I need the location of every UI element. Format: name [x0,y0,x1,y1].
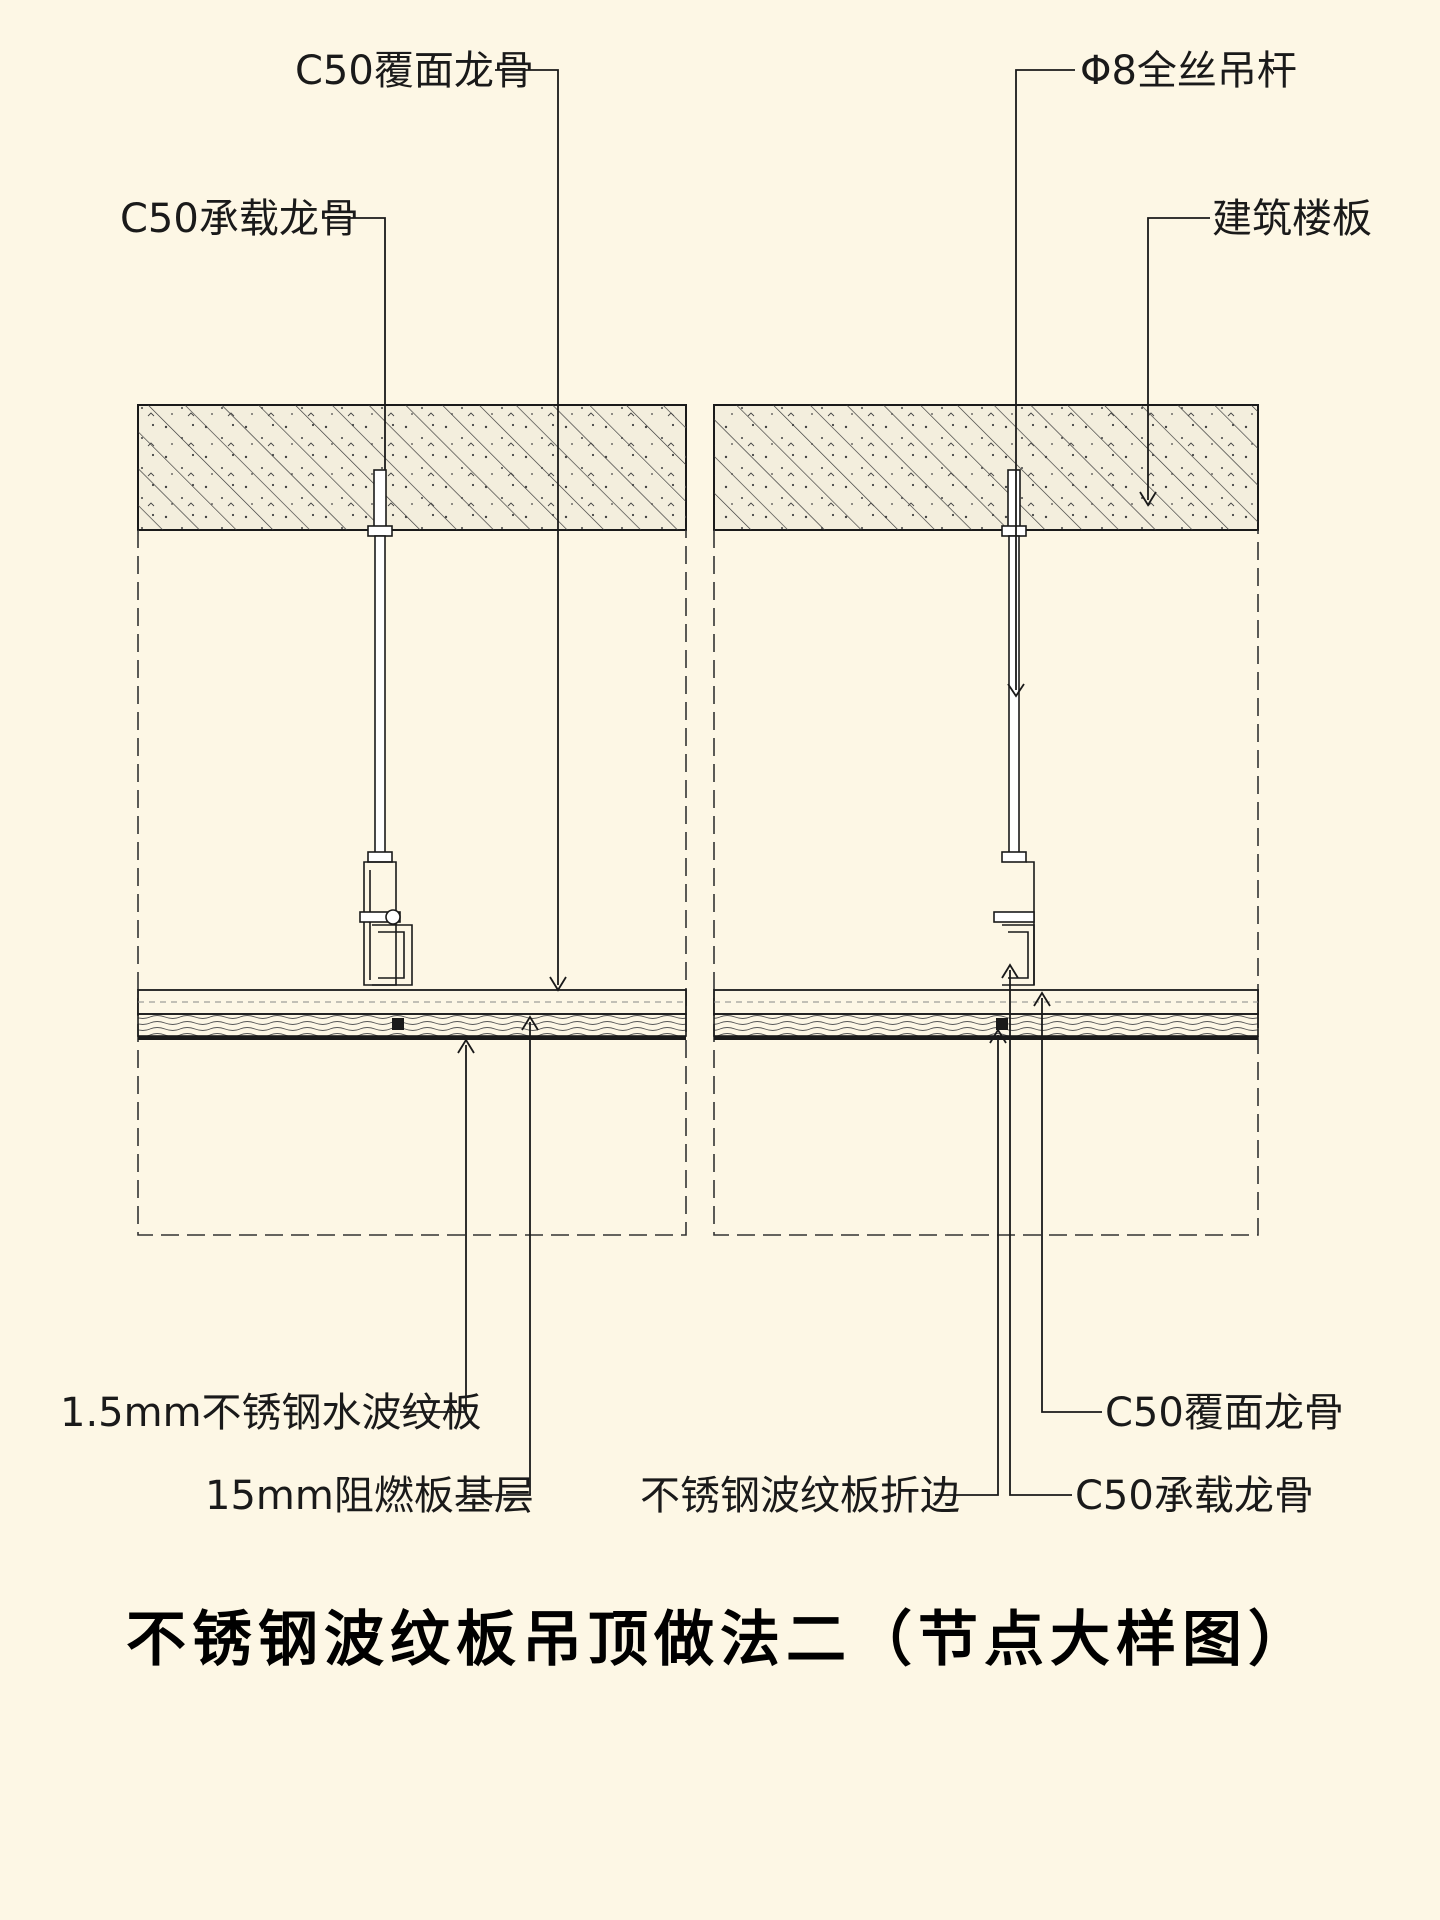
label-bottom-mid-fold: 不锈钢波纹板折边 [640,1473,960,1519]
label-bottom-right-covering-keel: C50覆面龙骨 [1105,1390,1344,1436]
label-top-left-covering-keel: C50覆面龙骨 [295,48,534,94]
label-bottom-right-bearing-keel: C50承载龙骨 [1075,1473,1314,1519]
label-top-right-rod: Φ8全丝吊杆 [1080,48,1297,94]
label-bottom-left-board: 15mm阻燃板基层 [205,1473,534,1519]
label-bottom-left-panel: 1.5mm不锈钢水波纹板 [60,1390,482,1436]
right-hanger-rod [1008,535,1020,857]
leader-lines [322,69,1210,1496]
right-bearing-keel [1002,924,1035,986]
right-section [713,404,1259,1236]
right-boundary-dashed [713,530,1259,1236]
right-steel-panel [714,1036,1258,1040]
left-fire-board [137,1013,687,1037]
left-boundary-dashed [137,530,687,1236]
labels: C50覆面龙骨 C50承载龙骨 Φ8全丝吊杆 建筑楼板 1.5mm不锈钢水波纹板… [60,48,1372,1675]
label-top-right-slab: 建筑楼板 [1212,196,1372,242]
left-hanger-rod [374,535,386,857]
drawing-title: 不锈钢波纹板吊顶做法二（节点大样图） [126,1605,1314,1675]
label-top-left-bearing-keel: C50承载龙骨 [120,196,359,242]
left-section [137,404,687,1236]
left-steel-panel [138,1036,686,1040]
right-fire-board [713,1013,1259,1037]
left-bearing-keel [372,924,413,986]
